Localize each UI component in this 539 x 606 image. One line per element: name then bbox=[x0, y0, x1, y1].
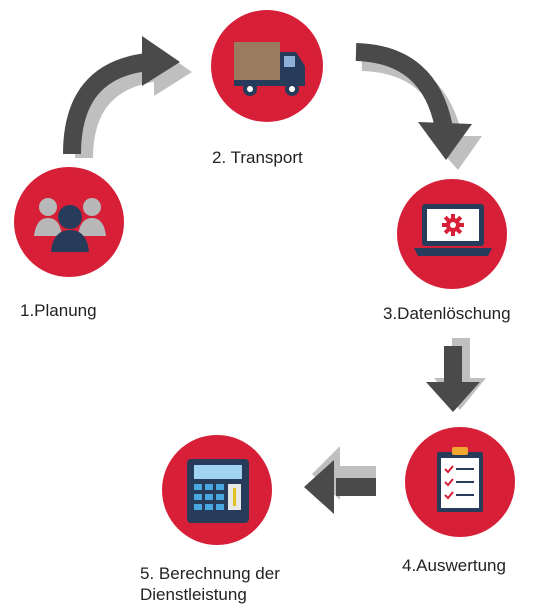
people-icon bbox=[34, 198, 106, 252]
calculator-icon bbox=[187, 459, 249, 523]
gear-icon bbox=[442, 214, 464, 236]
step-1-circle bbox=[14, 167, 124, 277]
step-2-circle bbox=[211, 10, 323, 122]
step-4-label: 4.Auswertung bbox=[402, 556, 506, 575]
step-5-circle bbox=[162, 435, 272, 545]
step-5-label: 5. Berechnung der Dienstleistung bbox=[140, 563, 280, 605]
arrow-auswertung-to-berechnung bbox=[304, 446, 376, 514]
step-1-label: 1.Planung bbox=[20, 301, 97, 320]
arrow-planung-to-transport bbox=[63, 36, 192, 159]
step-4-circle bbox=[405, 427, 515, 537]
step-3-circle bbox=[397, 179, 507, 289]
laptop-gear-icon bbox=[414, 204, 492, 256]
clipboard-checklist-icon bbox=[437, 447, 483, 512]
arrow-transport-to-datenloeschung bbox=[355, 43, 482, 170]
truck-icon bbox=[234, 42, 305, 96]
step-3-label: 3.Datenlöschung bbox=[383, 304, 511, 323]
step-5-label-line-2: Dienstleistung bbox=[140, 585, 247, 604]
step-2-label: 2. Transport bbox=[212, 148, 303, 167]
step-5-label-line-1: 5. Berechnung der bbox=[140, 564, 280, 583]
arrow-datenloeschung-to-auswertung bbox=[426, 338, 486, 412]
